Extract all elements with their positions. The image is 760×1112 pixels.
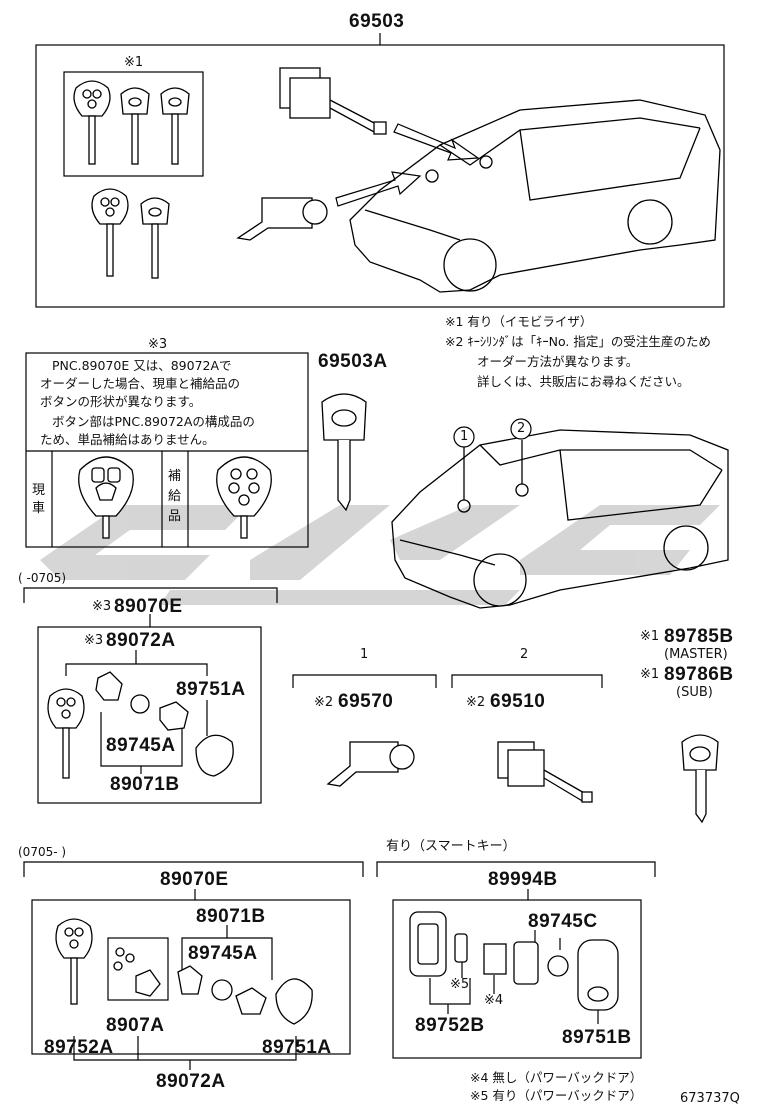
cylinder-69570-icon [326, 741, 415, 787]
drawing-code: 673737Q [680, 1091, 740, 1106]
period-late: (0705- ) [18, 845, 67, 859]
label-hokyu-1: 補 [168, 469, 182, 484]
label-gensha-1: 現 [32, 483, 46, 498]
bracket-late [23, 861, 364, 1070]
note-2b: オーダー方法が異なります。 [477, 354, 639, 369]
remark-line-2: オーダーした場合、現車と補給品の [40, 376, 241, 391]
note-5: ※5 有り（パワーバックドア） [470, 1088, 643, 1103]
smart-key-parts-icons [409, 911, 619, 1011]
remark-line-1: PNC.89070E 又は、89072Aで [52, 358, 232, 373]
cyl-circle-2: 2 [520, 647, 529, 662]
watermark-logo [40, 505, 720, 605]
key-69503a-icon [321, 393, 367, 512]
part-89072a-early: 89072A [106, 630, 176, 651]
part-89745a-late: 89745A [188, 943, 258, 964]
note-2: ※2 ｷｰｼﾘﾝﾀﾞは「ｷｰNo. 指定」の受注生産のため [445, 334, 711, 349]
period-early: ( -0705) [18, 571, 67, 585]
part-69510: 69510 [490, 691, 546, 712]
mark-4: ※4 [484, 993, 504, 1008]
part-89071b-late: 89071B [196, 906, 266, 927]
bracket-cylinders [292, 674, 603, 688]
key-icons-top [73, 80, 190, 279]
cylinder-69510-icon [497, 741, 593, 803]
callout-2-label: 2 [517, 421, 526, 436]
mark-3-89070e: ※3 [92, 599, 112, 614]
label-gensha-2: 車 [32, 501, 46, 516]
note-4: ※4 無し（パワーバックドア） [470, 1070, 643, 1085]
callout-circle-2 [510, 418, 532, 440]
mark-1-immobi: ※1 [124, 55, 144, 70]
mark-1-89785b: ※1 [640, 629, 660, 644]
part-69503a: 69503A [318, 351, 388, 372]
callout-circle-1 [453, 426, 475, 448]
note-2c: 詳しくは、共販店にお尋ねください。 [477, 374, 690, 389]
frame-immobi-keys [63, 71, 204, 177]
label-hokyu-2: 給 [168, 489, 182, 504]
part-8907a: 8907A [106, 1015, 165, 1036]
label-sub: (SUB) [676, 685, 713, 700]
cyl-circle-1: 1 [360, 647, 369, 662]
note-1: ※1 有り（イモビライザ） [445, 314, 593, 329]
part-89994b: 89994B [488, 869, 558, 890]
early-key-parts-icons [47, 671, 234, 779]
mark-3-89072a: ※3 [84, 633, 104, 648]
part-89070e-early: 89070E [114, 596, 183, 617]
remark-line-4: ボタン部はPNC.89072Aの構成品の [52, 414, 255, 429]
label-hokyu-3: 品 [168, 509, 182, 524]
part-89752a: 89752A [44, 1037, 114, 1058]
part-89752b: 89752B [415, 1015, 485, 1036]
key-button-icons [78, 456, 272, 539]
part-89070e-late: 89070E [160, 869, 229, 890]
mark-2-69570: ※2 [314, 695, 334, 710]
part-89745a-early: 89745A [106, 735, 176, 756]
mark-3-remark: ※3 [148, 337, 168, 352]
label-master: (MASTER) [664, 647, 728, 662]
mark-2-69510: ※2 [466, 695, 486, 710]
ignition-cylinder-icon [236, 197, 328, 241]
remark-line-3: ボタンの形状が異なります。 [40, 394, 202, 409]
mark-1-89786b: ※1 [640, 667, 660, 682]
door-lock-cylinder-icon [279, 67, 387, 135]
part-89786b: 89786B [664, 664, 734, 685]
part-89745c: 89745C [528, 911, 598, 932]
remark-line-5: ため、単品補給はありません。 [40, 432, 215, 447]
frame-remark3 [25, 352, 309, 548]
key-89785b-icon [681, 734, 719, 824]
smart-key-title: 有り（スマートキー） [386, 839, 516, 854]
part-89751a-early: 89751A [176, 679, 246, 700]
car-illustration-top [349, 99, 721, 293]
callout-1-label: 1 [460, 429, 469, 444]
arrow-icons [335, 123, 480, 207]
part-89785b: 89785B [664, 626, 734, 647]
part-69503: 69503 [349, 11, 405, 32]
part-89072a-late: 89072A [156, 1071, 226, 1092]
part-89751b: 89751B [562, 1027, 632, 1048]
part-89751a-late: 89751A [262, 1037, 332, 1058]
car-illustration-middle [391, 429, 729, 609]
late-key-parts-icons [55, 918, 313, 1025]
mark-5: ※5 [450, 977, 470, 992]
bracket-smart [376, 861, 656, 1059]
bracket-early [23, 587, 278, 804]
part-89071b-early: 89071B [110, 774, 180, 795]
part-69570: 69570 [338, 691, 394, 712]
